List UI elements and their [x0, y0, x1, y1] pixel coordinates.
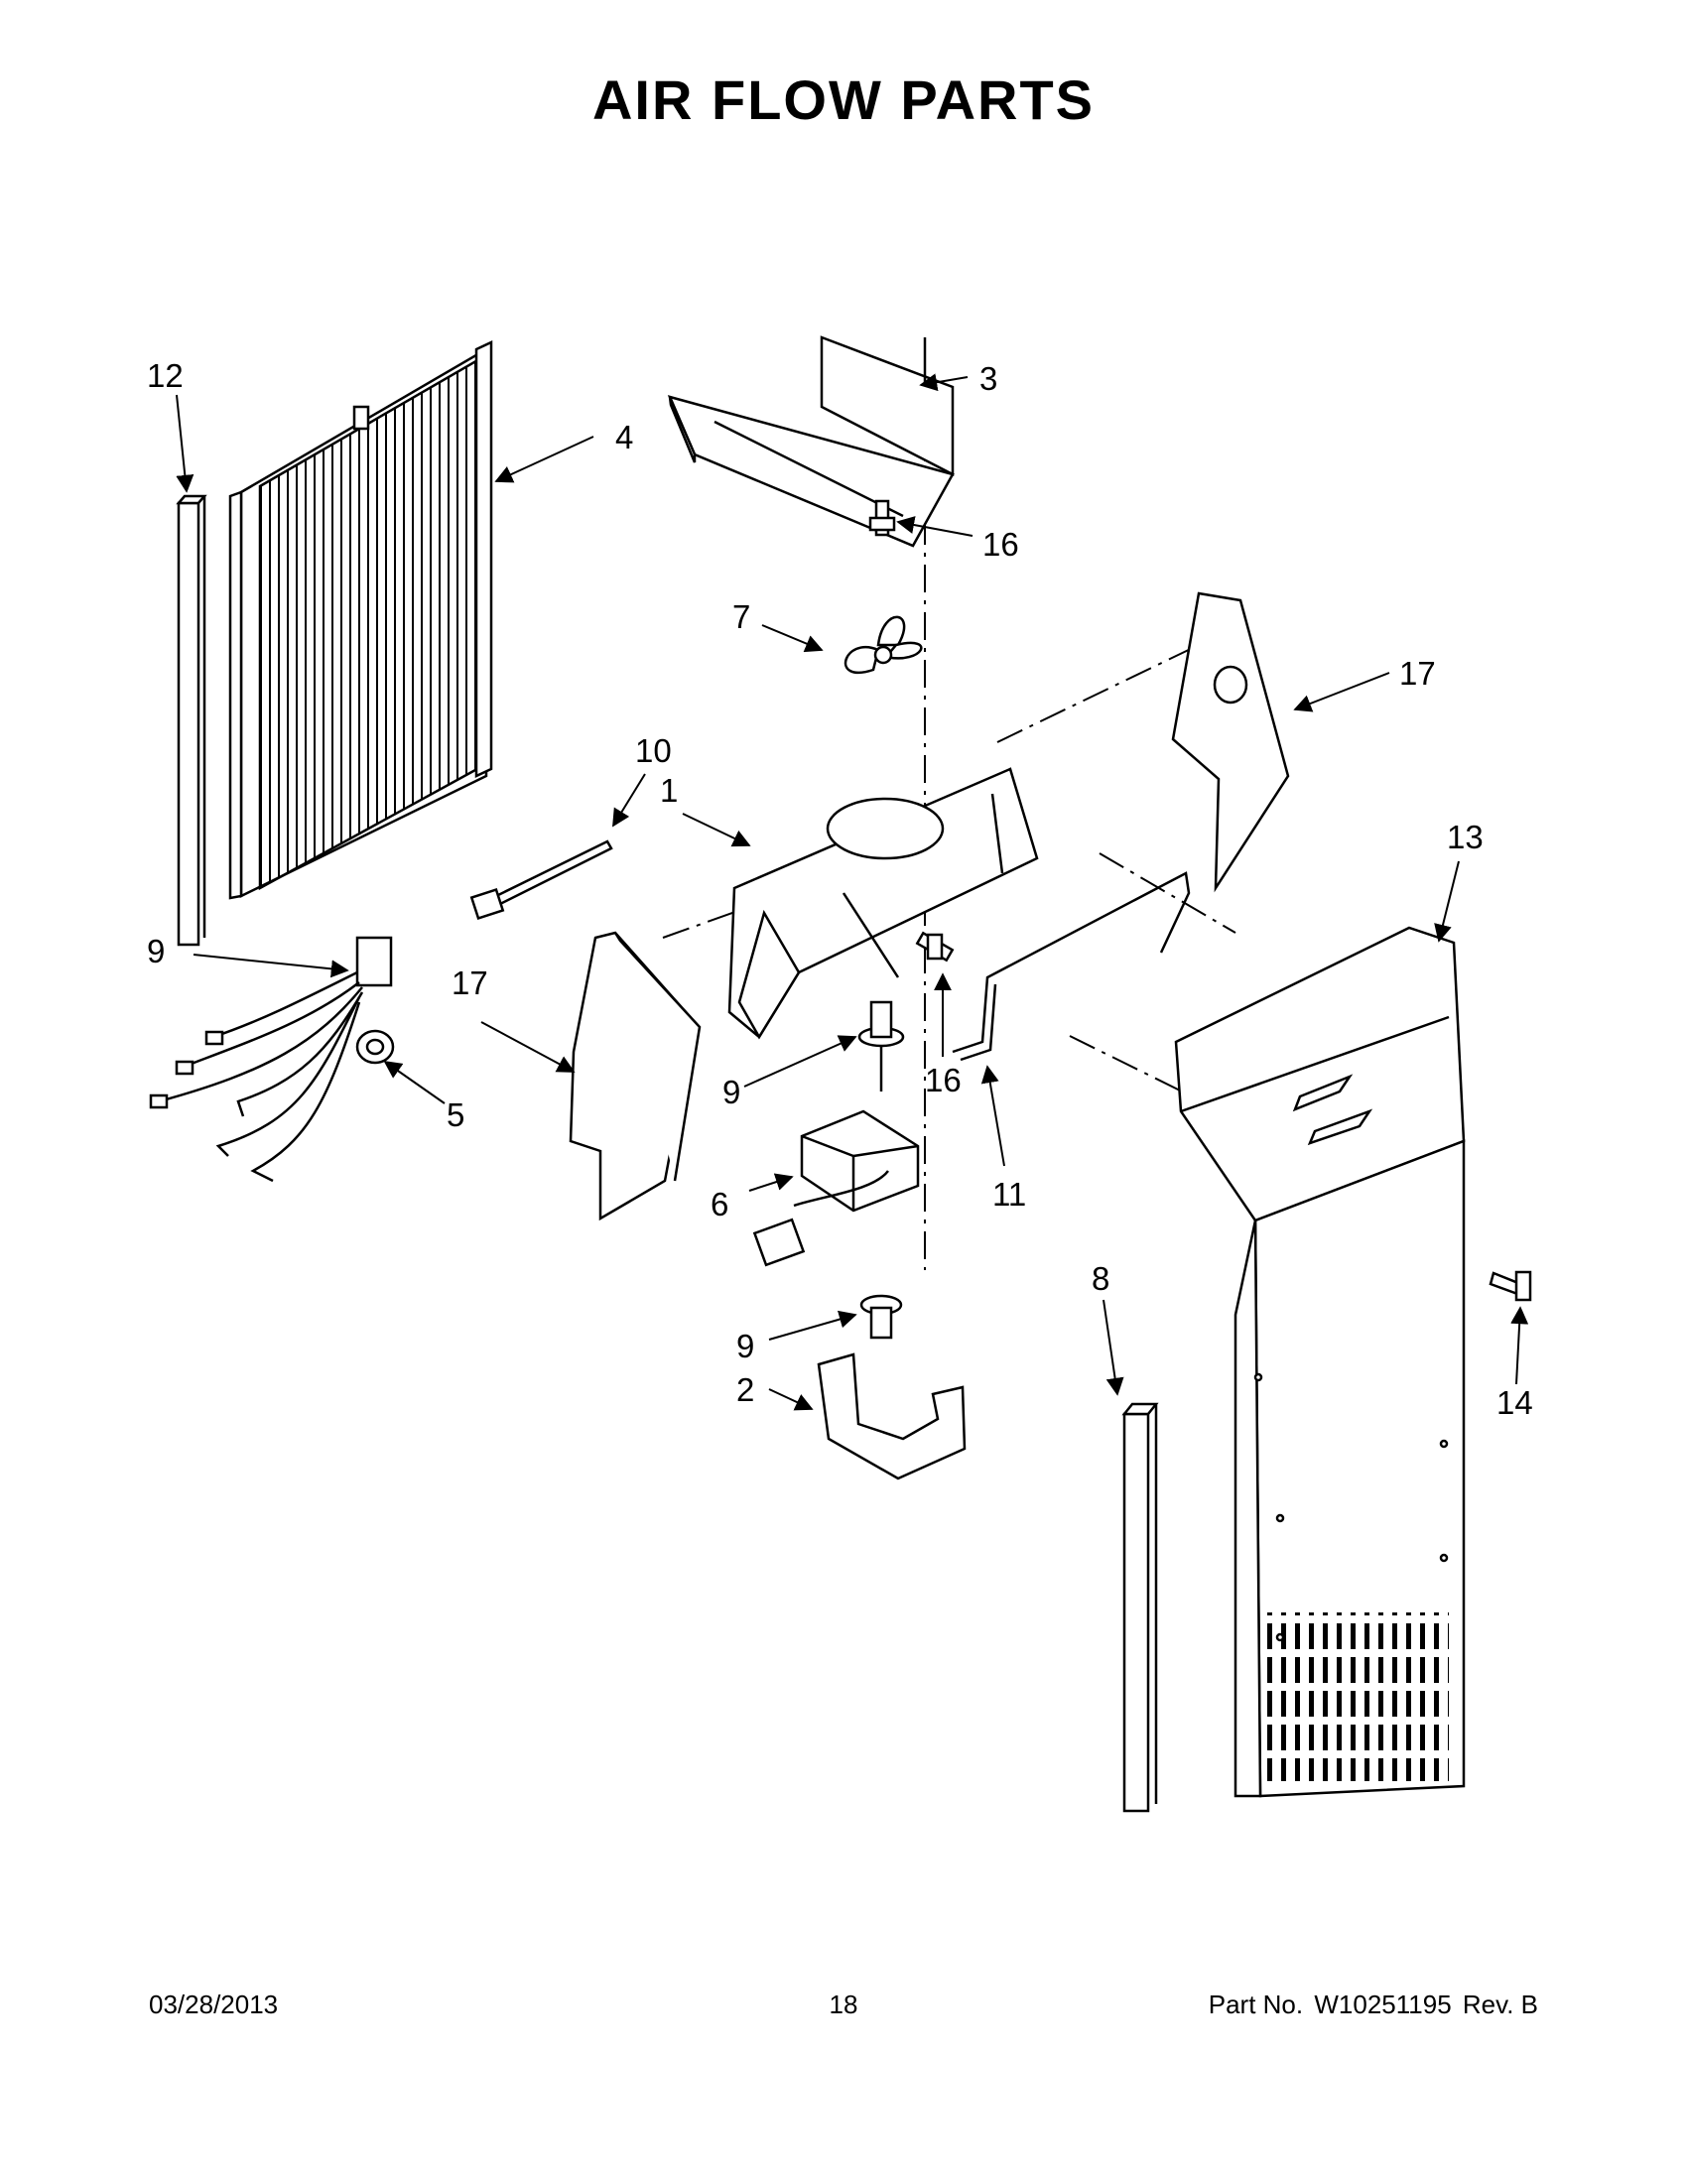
part-16-screw-mid [915, 931, 955, 963]
callout-labels: 12 4 3 16 7 17 10 1 13 9 17 16 9 5 6 11 … [147, 357, 1533, 1421]
part-3-top-duct [667, 335, 955, 548]
callout-5: 5 [447, 1096, 464, 1133]
callout-8: 8 [1092, 1260, 1109, 1297]
callout-6: 6 [711, 1186, 728, 1222]
part-13-gasket-strip [176, 494, 207, 947]
callout-16: 16 [982, 526, 1019, 563]
part-14-rear-panel [1233, 1139, 1466, 1798]
part-7-fan-blade [844, 615, 923, 674]
callout-leader-lines [176, 373, 1529, 1411]
footer-date: 03/28/2013 [149, 1990, 279, 2019]
part-9-bushing-bottom [859, 1294, 903, 1340]
part-15-screw [1489, 1270, 1532, 1302]
callout-4: 4 [615, 419, 633, 455]
part-17-baffle-right [1171, 591, 1290, 893]
part-1-fan-housing [727, 767, 1039, 1040]
callout-11: 11 [992, 1176, 1026, 1213]
callout-9: 9 [722, 1074, 740, 1110]
part-10-wire-harness [149, 936, 393, 1183]
callout-1: 1 [660, 772, 678, 809]
callout-15: 14 [1496, 1384, 1533, 1421]
callout-10: 9 [147, 933, 165, 969]
footer-part-label: Part No. [1208, 1990, 1304, 2019]
callout-9: 9 [736, 1328, 754, 1364]
part-17-baffle-left [569, 931, 702, 1221]
part-6-fan-motor [752, 1047, 920, 1267]
callout-3: 3 [979, 360, 997, 397]
callout-16: 16 [925, 1062, 962, 1098]
part-9-bushing-top [857, 1000, 905, 1048]
part-2-motor-bracket [817, 1352, 967, 1480]
callout-13: 12 [147, 357, 184, 394]
callout-12: 10 [635, 732, 672, 769]
part-4-evaporator-cover [228, 340, 493, 900]
part-5-grommet [355, 1029, 395, 1065]
callout-7: 7 [732, 598, 750, 635]
callout-14: 13 [1447, 819, 1484, 855]
footer-revision: Rev. B [1462, 1990, 1538, 2019]
callout-17: 17 [1399, 655, 1436, 692]
part-16-screw-top [868, 499, 896, 537]
part-11-wire-bracket [952, 871, 1191, 1062]
footer-part-info: Part No. W10251195 Rev. B [1205, 1990, 1538, 2020]
part-12-cable-tie [469, 839, 613, 921]
footer-page-number: 18 [829, 1990, 858, 2019]
callout-17: 17 [452, 964, 488, 1001]
part-8-gasket-strip [1121, 1402, 1159, 1813]
page-title: AIR FLOW PARTS [591, 68, 1096, 131]
footer-part-number: W10251195 [1314, 1990, 1452, 2019]
callout-2: 2 [736, 1371, 754, 1408]
